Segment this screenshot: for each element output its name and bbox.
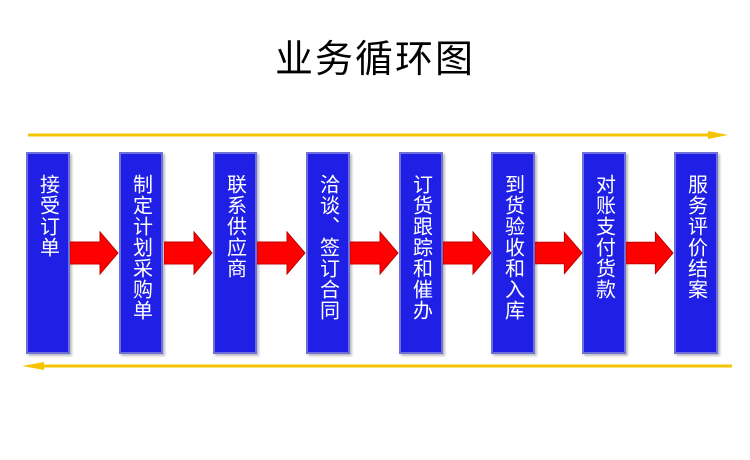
- step-label-5: 订货跟踪和催办: [409, 174, 434, 321]
- flow-arrow-6: [535, 231, 583, 275]
- step-box-2: 制定计划采购单: [119, 152, 163, 354]
- top-cycle-arrow-shape: [28, 131, 728, 139]
- diagram-title: 业务循环图: [274, 37, 475, 81]
- step-box-6: 到货验收和入库: [491, 152, 535, 354]
- step-label-8: 服务评价结案: [684, 174, 709, 300]
- step-box-8: 服务评价结案: [674, 152, 718, 354]
- flow-arrow-5: [443, 230, 492, 276]
- flow-arrow-7: [626, 231, 674, 275]
- step-box-7: 对账支付货款: [582, 152, 626, 354]
- flow-arrow-4: [350, 230, 399, 276]
- step-label-1: 接受订单: [36, 174, 61, 258]
- step-label-3: 联系供应商: [223, 174, 248, 279]
- step-box-5: 订货跟踪和催办: [399, 152, 443, 354]
- bottom-cycle-arrow-shape: [22, 362, 732, 370]
- step-label-6: 到货验收和入库: [501, 174, 526, 321]
- step-label-7: 对账支付货款: [592, 174, 617, 300]
- step-box-4: 洽谈、签订合同: [306, 152, 350, 354]
- flow-arrow-2: [164, 230, 213, 276]
- step-box-1: 接受订单: [26, 152, 70, 354]
- step-label-2: 制定计划采购单: [129, 174, 154, 321]
- flow-arrow-3: [257, 230, 306, 276]
- step-box-3: 联系供应商: [213, 152, 257, 354]
- flow-arrow-1: [70, 230, 119, 276]
- step-label-4: 洽谈、签订合同: [316, 174, 341, 321]
